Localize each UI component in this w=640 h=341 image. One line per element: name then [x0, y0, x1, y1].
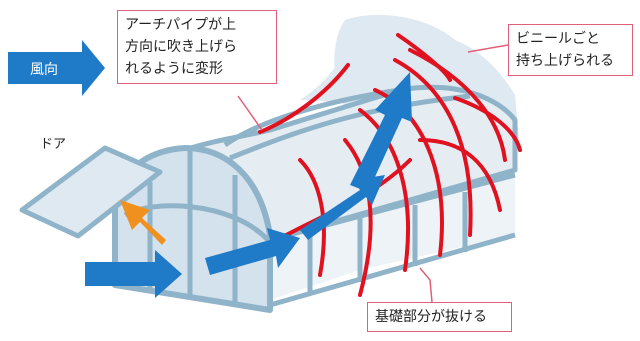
deformed-arch: [358, 108, 410, 272]
callout-arch-deformation: アーチパイプが上 方向に吹き上げら れるように変形: [117, 10, 277, 84]
wind-arrow-inflow: [85, 250, 182, 298]
callout-base-pulled-out: 基礎部分が抜ける: [367, 302, 512, 332]
callout-vinyl-lifted: ビニールごと 持ち上げられる: [508, 24, 633, 76]
inner-air-arrow: [120, 200, 166, 245]
deformed-arch: [418, 138, 502, 212]
callout-line: 持ち上げられる: [516, 53, 614, 69]
deformed-arch: [258, 63, 350, 134]
wind-direction-label: 風向: [30, 62, 58, 78]
door-label: ドア: [40, 137, 67, 152]
deformed-arch: [393, 58, 473, 237]
callout-leaders: [237, 44, 509, 303]
wind-arrow-upward: [350, 72, 412, 192]
callout-line: 方向に吹き上げら: [125, 39, 237, 55]
callout-line: 基礎部分が抜ける: [375, 309, 487, 325]
wind-arrow-diagonal: [300, 175, 385, 240]
callout-line: れるように変形: [125, 61, 223, 77]
callout-line: アーチパイプが上: [125, 17, 237, 33]
deformed-arch: [408, 48, 507, 162]
open-door-panel: [19, 145, 163, 239]
deformed-arch: [453, 96, 522, 152]
wind-arrow-label: [8, 40, 105, 96]
callout-line: ビニールごと: [516, 31, 600, 47]
wind-arrow-through: [205, 228, 300, 275]
deformed-arch: [298, 158, 326, 277]
